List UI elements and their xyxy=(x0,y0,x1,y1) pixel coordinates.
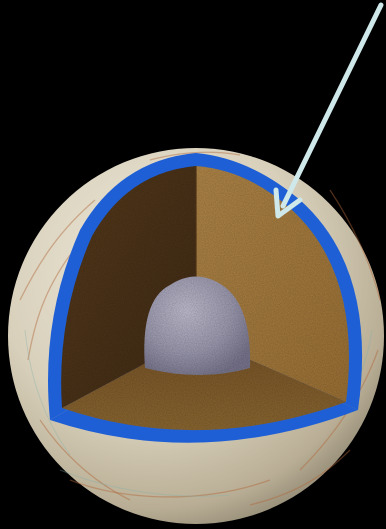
pointer-arrow xyxy=(276,5,381,216)
